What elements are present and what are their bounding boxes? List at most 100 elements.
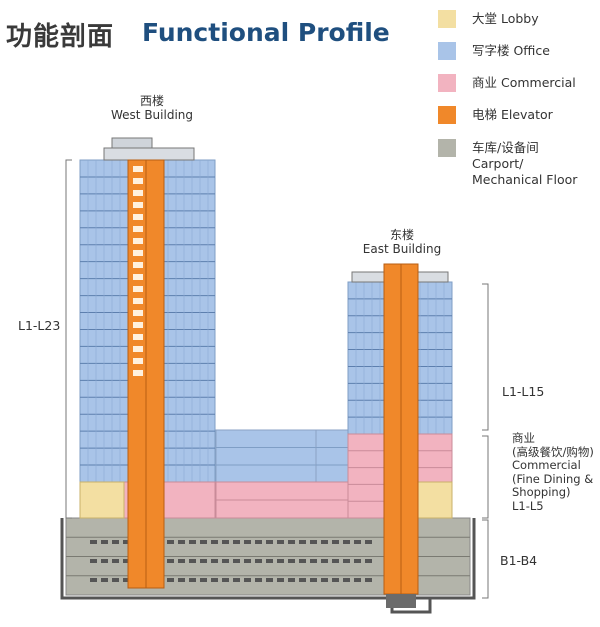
car-mark	[266, 540, 273, 544]
level-brackets	[65, 159, 489, 599]
car-mark	[277, 578, 284, 582]
core-window	[133, 322, 143, 328]
core-window	[133, 334, 143, 340]
car-mark	[321, 578, 328, 582]
car-mark	[343, 559, 350, 563]
basement-wall	[60, 518, 476, 600]
west-lobby	[79, 481, 125, 519]
west-building-en: West Building	[111, 108, 193, 122]
car-mark	[310, 559, 317, 563]
car-mark	[233, 578, 240, 582]
car-mark	[233, 559, 240, 563]
car-mark	[288, 540, 295, 544]
car-mark	[200, 578, 207, 582]
commercial-level-label: 商业 (高级餐饮/购物) Commercial (Fine Dining & S…	[512, 431, 594, 513]
legend-label-office: 写字楼 Office	[472, 43, 550, 58]
car-mark	[354, 559, 361, 563]
car-mark	[321, 559, 328, 563]
west-level-label: L1-L23	[18, 318, 61, 333]
west-roof-mech	[111, 137, 153, 149]
car-mark	[167, 559, 174, 563]
commercial-level-bracket	[482, 435, 489, 519]
car-mark	[189, 540, 196, 544]
car-mark	[189, 578, 196, 582]
car-mark	[178, 540, 185, 544]
east-building-cn: 东楼	[389, 228, 414, 242]
core-window	[133, 370, 143, 376]
car-mark	[321, 540, 328, 544]
car-mark	[200, 559, 207, 563]
core-window	[133, 214, 143, 220]
legend-label-elevator: 电梯 Elevator	[472, 107, 553, 122]
car-mark	[167, 578, 174, 582]
car-mark	[365, 540, 372, 544]
car-mark	[266, 578, 273, 582]
east-level-label: L1-L15	[502, 384, 545, 399]
core-window	[133, 262, 143, 268]
car-mark	[112, 540, 119, 544]
car-mark	[101, 578, 108, 582]
core-window	[133, 274, 143, 280]
podium-block	[215, 429, 351, 519]
car-mark	[222, 578, 229, 582]
car-mark	[222, 540, 229, 544]
west-level-bracket	[65, 159, 72, 519]
core-window	[133, 298, 143, 304]
car-mark	[112, 578, 119, 582]
car-mark	[123, 578, 130, 582]
core-window	[133, 238, 143, 244]
car-mark	[244, 559, 251, 563]
car-mark	[299, 578, 306, 582]
basement-level-bracket	[482, 519, 489, 599]
car-mark	[343, 540, 350, 544]
core-window	[133, 202, 143, 208]
car-mark	[123, 559, 130, 563]
basement-level-label: B1-B4	[500, 553, 538, 568]
core-window	[133, 226, 143, 232]
car-mark	[178, 559, 185, 563]
car-mark	[288, 559, 295, 563]
core-window	[133, 166, 143, 172]
elevator-cores	[127, 159, 419, 608]
lobby-swatch-icon	[438, 10, 456, 28]
core-window	[133, 310, 143, 316]
east-lobby	[417, 481, 453, 519]
car-mark	[90, 578, 97, 582]
car-mark	[211, 559, 218, 563]
car-mark	[211, 540, 218, 544]
car-mark	[222, 559, 229, 563]
car-mark	[101, 540, 108, 544]
east-building-en: East Building	[362, 242, 442, 256]
car-mark	[244, 540, 251, 544]
car-mark	[365, 559, 372, 563]
legend-label-commercial: 商业 Commercial	[472, 75, 576, 90]
car-mark	[354, 540, 361, 544]
core-window	[133, 346, 143, 352]
east-level-bracket	[482, 283, 489, 431]
title-chinese: 功能剖面	[6, 22, 115, 52]
car-mark	[255, 559, 262, 563]
car-mark	[211, 578, 218, 582]
car-mark	[200, 540, 207, 544]
car-mark	[343, 578, 350, 582]
core-window	[133, 250, 143, 256]
car-mark	[354, 578, 361, 582]
car-mark	[244, 578, 251, 582]
legend-label-carport: 车库/设备间 Carport/ Mechanical Floor	[472, 140, 578, 187]
title-english: Functional Profile	[142, 18, 390, 47]
car-mark	[90, 540, 97, 544]
car-mark	[178, 578, 185, 582]
car-mark	[112, 559, 119, 563]
car-mark	[299, 559, 306, 563]
east-building-label: 东楼 East Building	[342, 228, 462, 256]
car-mark	[299, 540, 306, 544]
car-mark	[255, 540, 262, 544]
west-building-label: 西楼 West Building	[92, 94, 212, 122]
car-mark	[332, 540, 339, 544]
car-mark	[90, 559, 97, 563]
west-roof	[103, 147, 195, 161]
carport-swatch-icon	[438, 139, 456, 157]
car-mark	[332, 559, 339, 563]
car-mark	[266, 559, 273, 563]
